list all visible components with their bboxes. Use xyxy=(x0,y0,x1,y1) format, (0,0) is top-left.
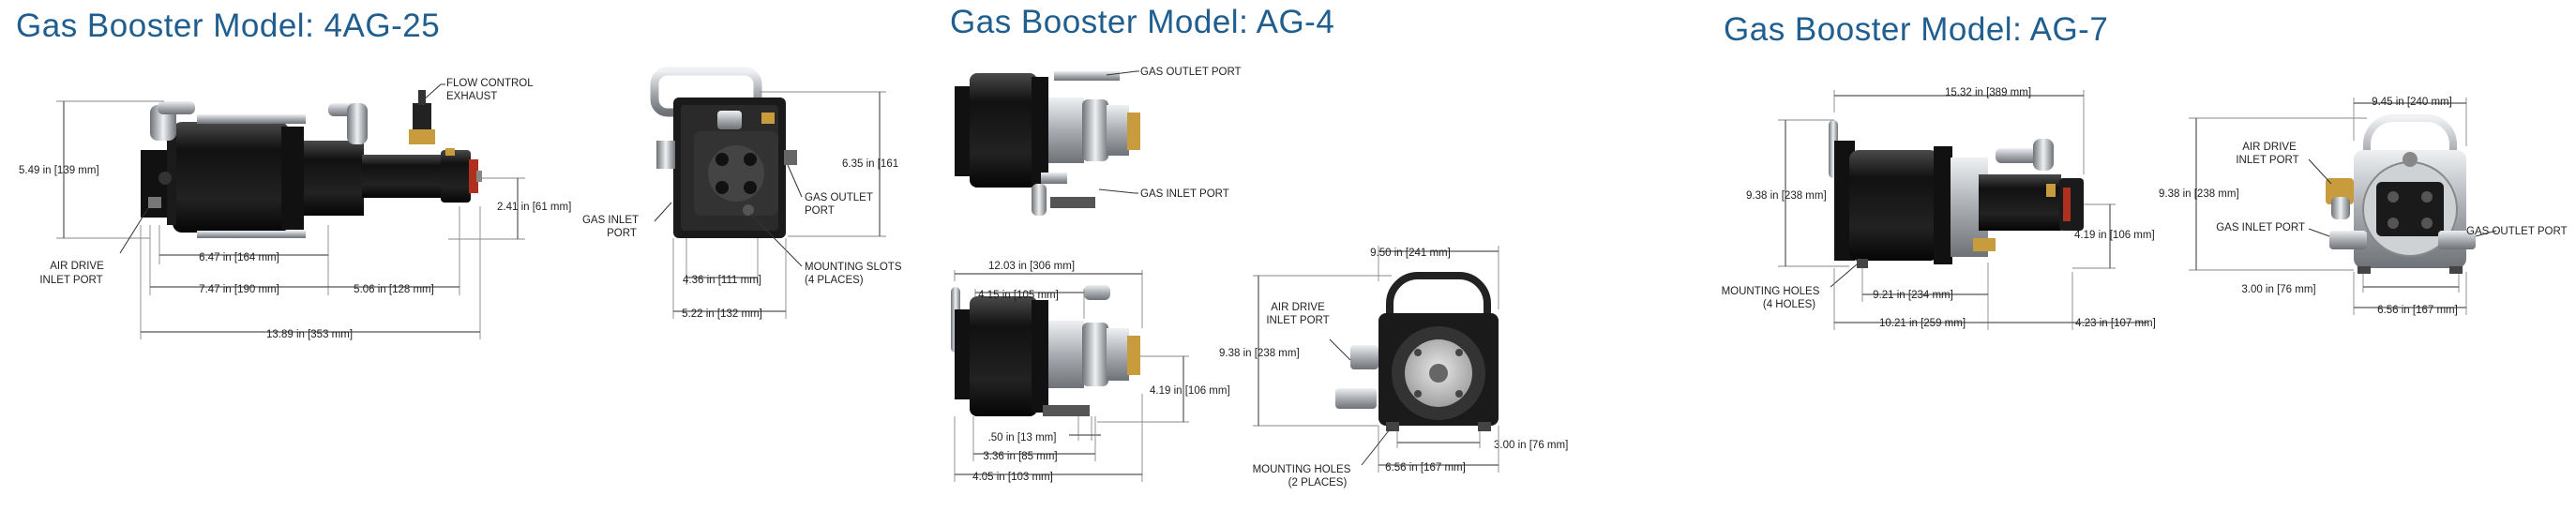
ag25-gas-inlet-port-label: PORT xyxy=(607,228,637,239)
ag7-end-dims: 9.45 in [240 mm] AIR DRIVE INLET PORT 9.… xyxy=(2159,97,2568,316)
ag25-mounting-slots-label: MOUNTING SLOTS xyxy=(805,262,902,273)
ag4-side-dims: 12.03 in [306 mm] 4.15 in [105 mm] 4.19 … xyxy=(954,261,1230,483)
ag25-dim-506: 5.06 in [128 mm] xyxy=(354,284,434,295)
ag4-dim-300: 3.00 in [76 mm] xyxy=(1494,440,1568,451)
ag7-gas-outlet-label: GAS OUTLET PORT xyxy=(2466,226,2568,237)
ag25-gas-outlet-port-label: PORT xyxy=(805,205,835,217)
ag25-height-label: 5.49 in [139 mm] xyxy=(19,165,99,176)
ag25-side-height-label: 2.41 in [61 mm] xyxy=(497,202,571,213)
ag25-flow-control-label: FLOW CONTROL xyxy=(446,78,534,89)
ag4-dim-336: 3.36 in [85 mm] xyxy=(983,451,1057,462)
ag4-dim-415: 4.15 in [105 mm] xyxy=(978,290,1059,301)
title-ag4: Gas Booster Model: AG-4 xyxy=(950,4,1335,40)
ag7-end-view xyxy=(2326,114,2476,274)
ag25-inlet-port-label: INLET PORT xyxy=(39,275,102,286)
ag25-gas-inlet-label: GAS INLET xyxy=(582,215,639,226)
ag7-inlet-port-label: INLET PORT xyxy=(2236,155,2298,166)
ag4-places-label: (2 PLACES) xyxy=(1288,477,1348,488)
ag4-gas-outlet-label: GAS OUTLET PORT xyxy=(1140,67,1242,78)
ag25-side-view xyxy=(141,90,482,238)
ag25-air-drive-label: AIR DRIVE xyxy=(50,261,104,272)
ag4-dim-405: 4.05 in [103 mm] xyxy=(972,472,1053,483)
ag7-dim-300: 3.00 in [76 mm] xyxy=(2241,284,2315,295)
ag7-dim-419: 4.19 in [106 mm] xyxy=(2074,230,2155,241)
ag4-dim-419: 4.19 in [106 mm] xyxy=(1150,385,1230,397)
title-4ag25: Gas Booster Model: 4AG-25 xyxy=(16,8,441,44)
ag7-gas-inlet-label: GAS INLET PORT xyxy=(2216,222,2305,233)
ag25-end-view xyxy=(650,67,797,238)
ag4-side-view xyxy=(951,285,1140,416)
ag7-side-dims: 15.32 in [389 mm] 9.38 in [238 mm] 4.19 … xyxy=(1722,87,2156,330)
ag25-dim-436: 4.36 in [111 mm] xyxy=(683,275,761,286)
ag4-mounting-holes-label: MOUNTING HOLES xyxy=(1253,464,1351,475)
ag25-end-dims: 6.35 in [161 GAS INLET PORT GAS OUTLET P… xyxy=(582,91,902,320)
ag7-dim-1532: 15.32 in [389 mm] xyxy=(1945,87,2031,98)
ag4-dim-950: 9.50 in [241 mm] xyxy=(1370,248,1451,259)
ag4-top-labels: GAS OUTLET PORT GAS INLET PORT xyxy=(1098,67,1242,200)
ag7-mounting-holes-label: MOUNTING HOLES xyxy=(1722,286,1820,297)
ag7-air-drive-label: AIR DRIVE xyxy=(2242,142,2297,153)
ag7-dim-423: 4.23 in [107 mm] xyxy=(2075,318,2156,329)
ag7-dim-938: 9.38 in [238 mm] xyxy=(1746,190,1827,202)
title-ag7: Gas Booster Model: AG-7 xyxy=(1724,11,2109,48)
ag25-exhaust-label: EXHAUST xyxy=(446,91,497,102)
ag4-dim-50: .50 in [13 mm] xyxy=(988,432,1057,443)
ag25-gas-outlet-label: GAS OUTLET xyxy=(805,192,873,203)
ag4-gas-inlet-label: GAS INLET PORT xyxy=(1140,188,1229,200)
ag7-dim-921: 9.21 in [234 mm] xyxy=(1873,290,1953,301)
ag4-dim-656: 6.56 in [167 mm] xyxy=(1385,462,1466,473)
ag7-dim-945: 9.45 in [240 mm] xyxy=(2372,97,2452,108)
ag25-dim-522: 5.22 in [132 mm] xyxy=(682,308,762,320)
ag4-inlet-port-label: INLET PORT xyxy=(1266,315,1329,326)
ag25-dim-1389: 13.89 in [353 mm] xyxy=(266,329,353,340)
ag25-places-label: (4 PLACES) xyxy=(805,275,864,286)
ag4-dim-1203: 12.03 in [306 mm] xyxy=(988,261,1075,272)
ag7-dim-656: 6.56 in [167 mm] xyxy=(2377,305,2458,316)
ag7-dim-1021: 10.21 in [259 mm] xyxy=(1879,318,1966,329)
ag25-end-height-label: 6.35 in [161 xyxy=(842,158,898,170)
ag4-top-view xyxy=(955,71,1140,216)
ag7-dim-938b: 9.38 in [238 mm] xyxy=(2159,188,2239,200)
ag4-air-drive-label: AIR DRIVE xyxy=(1271,302,1325,313)
ag4-end-view xyxy=(1335,272,1499,431)
ag25-side-dims: 5.49 in [139 mm] 2.41 in [61 mm] FLOW CO… xyxy=(19,78,571,340)
ag25-dim-747: 7.47 in [190 mm] xyxy=(199,284,279,295)
ag7-holes-label: (4 HOLES) xyxy=(1763,299,1815,310)
ag4-end-dims: 9.50 in [241 mm] AIR DRIVE INLET PORT 9.… xyxy=(1219,246,1568,488)
ag7-side-view xyxy=(1829,120,2084,268)
ag4-dim-938: 9.38 in [238 mm] xyxy=(1219,348,1300,359)
ag25-dim-647: 6.47 in [164 mm] xyxy=(199,252,279,263)
